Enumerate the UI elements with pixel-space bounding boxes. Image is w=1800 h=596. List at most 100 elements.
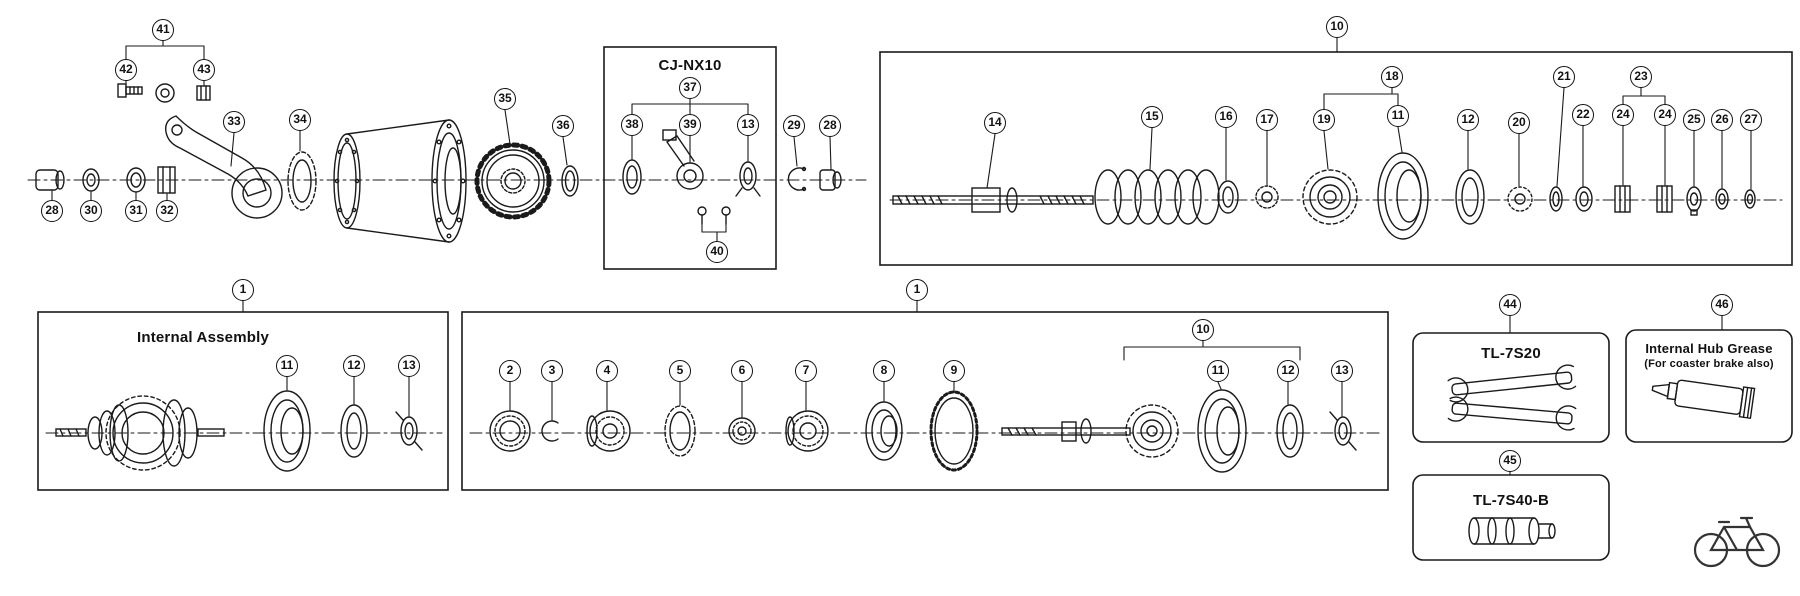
part-cup-11-internal <box>263 390 311 472</box>
part-ring-38 <box>622 159 642 195</box>
callout-8: 8 <box>873 360 895 382</box>
callout-23: 23 <box>1630 66 1652 88</box>
callout-12-hubbox: 12 <box>1277 360 1299 382</box>
callout-35: 35 <box>494 88 516 110</box>
callout-10-hubbox: 10 <box>1192 319 1214 341</box>
callout-28-right: 28 <box>819 115 841 137</box>
callout-18: 18 <box>1381 66 1403 88</box>
part-clamp-41 <box>155 83 175 103</box>
part-ring-12-internal <box>340 404 368 458</box>
part-spring-15 <box>1094 169 1220 225</box>
callout-32: 32 <box>156 200 178 222</box>
callout-37: 37 <box>679 77 701 99</box>
callout-30: 30 <box>80 200 102 222</box>
part-carrier-4 <box>586 410 631 452</box>
part-cap-28-left <box>35 169 65 191</box>
part-locknut-32 <box>157 166 176 194</box>
callout-11-axlebox: 11 <box>1387 105 1409 127</box>
part-brake-arm-33 <box>165 115 283 219</box>
callout-13-internal: 13 <box>398 355 420 377</box>
callout-13-hubbox: 13 <box>1331 360 1353 382</box>
callout-12-internal: 12 <box>343 355 365 377</box>
part-cup-11-hubbox <box>1197 389 1247 473</box>
callout-21: 21 <box>1553 66 1575 88</box>
wrench-icon <box>1447 364 1577 403</box>
part-sprocket-35 <box>474 142 552 220</box>
tl-7s40-b-box-title: TL-7S40-B <box>1473 492 1549 509</box>
part-washer-25 <box>1686 186 1702 216</box>
callout-38: 38 <box>621 114 643 136</box>
part-snapring-29 <box>787 166 807 192</box>
callout-17: 17 <box>1256 109 1278 131</box>
callout-43: 43 <box>193 59 215 81</box>
part-washer-30 <box>82 168 100 192</box>
callout-25: 25 <box>1683 109 1705 131</box>
part-clip-3 <box>541 420 559 442</box>
callout-34: 34 <box>289 109 311 131</box>
callout-16: 16 <box>1215 106 1237 128</box>
part-washer-26 <box>1715 188 1729 210</box>
part-brake-ring-9 <box>929 390 979 472</box>
part-gear-17 <box>1255 185 1279 209</box>
centerlines <box>27 179 1783 434</box>
part-nut-24-right <box>1656 185 1673 213</box>
callout-26: 26 <box>1711 109 1733 131</box>
callout-14: 14 <box>984 112 1006 134</box>
part-clamp-nut-43 <box>196 85 211 101</box>
cj-nx10-box-title: CJ-NX10 <box>658 57 722 74</box>
part-snapring-36 <box>561 165 579 197</box>
callout-41: 41 <box>152 19 174 41</box>
callout-44: 44 <box>1499 294 1521 316</box>
part-axle-14 <box>892 187 1094 213</box>
callout-29: 29 <box>783 115 805 137</box>
part-bellcrank-39 <box>662 129 704 190</box>
part-nut-24-left <box>1614 185 1631 213</box>
callout-5: 5 <box>669 360 691 382</box>
callout-10-axlebox: 10 <box>1326 16 1348 38</box>
part-cup-8 <box>865 401 903 461</box>
callout-42: 42 <box>115 59 137 81</box>
internal-assembly-box-title: Internal Assembly <box>136 329 270 346</box>
part-clutch-7 <box>785 410 829 452</box>
callout-24-right: 24 <box>1654 104 1676 126</box>
callout-40: 40 <box>706 241 728 263</box>
wrench-icon-2 <box>1447 396 1577 431</box>
part-bracket-13-cj <box>735 161 761 197</box>
callout-27: 27 <box>1740 109 1762 131</box>
part-internal-assembly-unit <box>55 395 225 471</box>
part-ring-5 <box>664 405 696 457</box>
grease-box-title: Internal Hub Grease <box>1645 341 1773 356</box>
part-hub-shell <box>333 119 467 243</box>
part-clip-13-internal <box>395 411 423 451</box>
callout-2: 2 <box>499 360 521 382</box>
callout-6: 6 <box>731 360 753 382</box>
callout-33: 33 <box>223 111 245 133</box>
callout-22: 22 <box>1572 104 1594 126</box>
part-clamp-bolt-42 <box>117 83 143 98</box>
callout-9: 9 <box>943 360 965 382</box>
grease-box-subtitle: (For coaster brake also) <box>1644 358 1774 370</box>
leader-lines <box>51 37 1752 476</box>
callout-11-internal: 11 <box>276 355 298 377</box>
callout-19: 19 <box>1313 109 1335 131</box>
callout-28-left: 28 <box>41 200 63 222</box>
part-cup-11-axlebox <box>1377 152 1429 240</box>
callout-1-hubbox: 1 <box>906 279 928 301</box>
callout-46: 46 <box>1711 294 1733 316</box>
callout-13-cj: 13 <box>737 114 759 136</box>
part-nut-27 <box>1744 189 1756 209</box>
part-cone-22 <box>1575 186 1593 212</box>
callout-20: 20 <box>1508 112 1530 134</box>
part-ring-gear-2 <box>489 410 531 452</box>
part-ring-12-axlebox <box>1455 169 1485 225</box>
callout-3: 3 <box>541 360 563 382</box>
callout-15: 15 <box>1141 106 1163 128</box>
tl-7s20-box-title: TL-7S20 <box>1481 345 1541 362</box>
grease-tube-icon <box>1651 379 1756 420</box>
callout-24-left: 24 <box>1612 104 1634 126</box>
part-bearing-6 <box>728 417 756 445</box>
part-cone-31 <box>126 167 146 193</box>
part-ring-12-hubbox <box>1276 404 1304 458</box>
part-ring-16 <box>1217 180 1239 214</box>
